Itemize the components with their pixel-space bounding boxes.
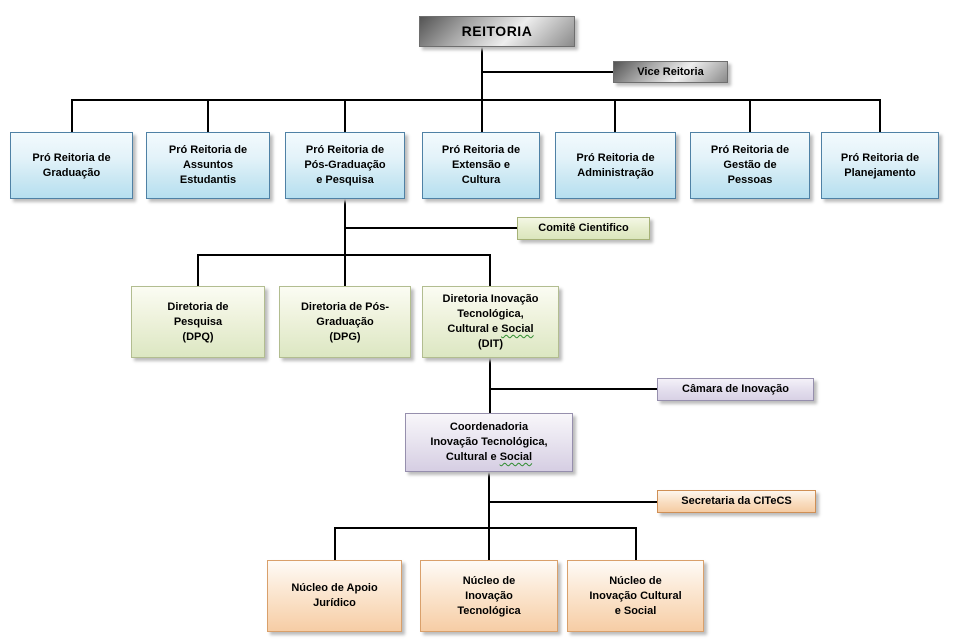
node-secretaria-citecs: Secretaria da CITeCS <box>657 490 816 513</box>
node-label: Coordenadoria Inovação Tecnológica,Cultu… <box>430 421 548 463</box>
node-camara-inovacao: Câmara de Inovação <box>657 378 814 401</box>
node-reitoria: REITORIA <box>419 16 575 47</box>
connector-line <box>334 527 336 560</box>
node-label: REITORIA <box>461 23 533 39</box>
node-nucleo-inovacao-cultural-social: Núcleo de Inovação Cultural e Social <box>567 560 704 632</box>
node-label: Pró Reitoria de Administração <box>576 151 655 179</box>
node-vice-reitoria: Vice Reitoria <box>613 61 728 83</box>
node-label: Secretaria da CITeCS <box>681 495 792 507</box>
node-label: Pró Reitoria de Pós-Graduação e Pesquisa <box>304 144 386 186</box>
connector-line <box>197 254 491 256</box>
node-label: Diretoria de Pesquisa (DPQ) <box>167 300 229 343</box>
node-label: Comitê Cientifico <box>538 222 629 234</box>
connector-line <box>71 99 881 101</box>
node-label: Pró Reitoria de Gestão de Pessoas <box>710 144 790 186</box>
node-pro-reitoria-extensao-cultura: Pró Reitoria de Extensão e Cultura <box>422 132 540 199</box>
connector-line <box>344 99 346 132</box>
node-label: Diretoria de Pós- Graduação (DPG) <box>300 300 390 343</box>
node-nucleo-inovacao-tecnologica: Núcleo de Inovação Tecnológica <box>420 560 558 632</box>
node-label: Câmara de Inovação <box>682 383 789 395</box>
node-label: Núcleo de Apoio Jurídico <box>291 582 378 609</box>
node-diretoria-pos-graduacao: Diretoria de Pós- Graduação (DPG) <box>279 286 411 358</box>
node-comite-cientifico: Comitê Cientifico <box>517 217 650 240</box>
connector-line <box>197 254 199 286</box>
connector-line <box>489 358 491 413</box>
spellcheck-underline: Social <box>499 451 533 463</box>
connector-line <box>482 71 613 73</box>
node-label: Núcleo de Inovação Tecnológica <box>457 574 521 617</box>
node-label: Diretoria Inovação Tecnológica,Cultural … <box>442 293 539 350</box>
connector-line <box>489 254 491 286</box>
connector-line <box>489 501 657 503</box>
connector-line <box>635 527 637 560</box>
connector-line <box>345 227 517 229</box>
node-pro-reitoria-graduacao: Pró Reitoria de Graduação <box>10 132 133 199</box>
connector-line <box>490 388 657 390</box>
node-nucleo-apoio-juridico: Núcleo de Apoio Jurídico <box>267 560 402 632</box>
connector-line <box>481 47 483 132</box>
node-coordenadoria-inovacao: Coordenadoria Inovação Tecnológica,Cultu… <box>405 413 573 472</box>
node-pro-reitoria-planejamento: Pró Reitoria de Planejamento <box>821 132 939 199</box>
connector-line <box>879 99 881 132</box>
spellcheck-underline: Social <box>501 323 534 335</box>
node-label: Pró Reitoria de Graduação <box>32 151 111 179</box>
connector-line <box>614 99 616 132</box>
node-pro-reitoria-pos-graduacao-pesquisa: Pró Reitoria de Pós-Graduação e Pesquisa <box>285 132 405 199</box>
node-label: Núcleo de Inovação Cultural e Social <box>589 574 682 617</box>
node-pro-reitoria-assuntos-estudantis: Pró Reitoria de Assuntos Estudantis <box>146 132 270 199</box>
node-pro-reitoria-administracao: Pró Reitoria de Administração <box>555 132 676 199</box>
connector-line <box>749 99 751 132</box>
connector-line <box>207 99 209 132</box>
node-diretoria-pesquisa: Diretoria de Pesquisa (DPQ) <box>131 286 265 358</box>
connector-line <box>344 199 346 286</box>
connector-line <box>334 527 637 529</box>
connector-line <box>71 99 73 132</box>
node-label: Pró Reitoria de Planejamento <box>840 151 920 179</box>
node-label: Pró Reitoria de Assuntos Estudantis <box>168 144 248 186</box>
node-pro-reitoria-gestao-pessoas: Pró Reitoria de Gestão de Pessoas <box>690 132 810 199</box>
node-diretoria-inovacao-dit: Diretoria Inovação Tecnológica,Cultural … <box>422 286 559 358</box>
node-label: Vice Reitoria <box>637 65 704 78</box>
node-label: Pró Reitoria de Extensão e Cultura <box>441 144 521 186</box>
connector-line <box>488 472 490 560</box>
